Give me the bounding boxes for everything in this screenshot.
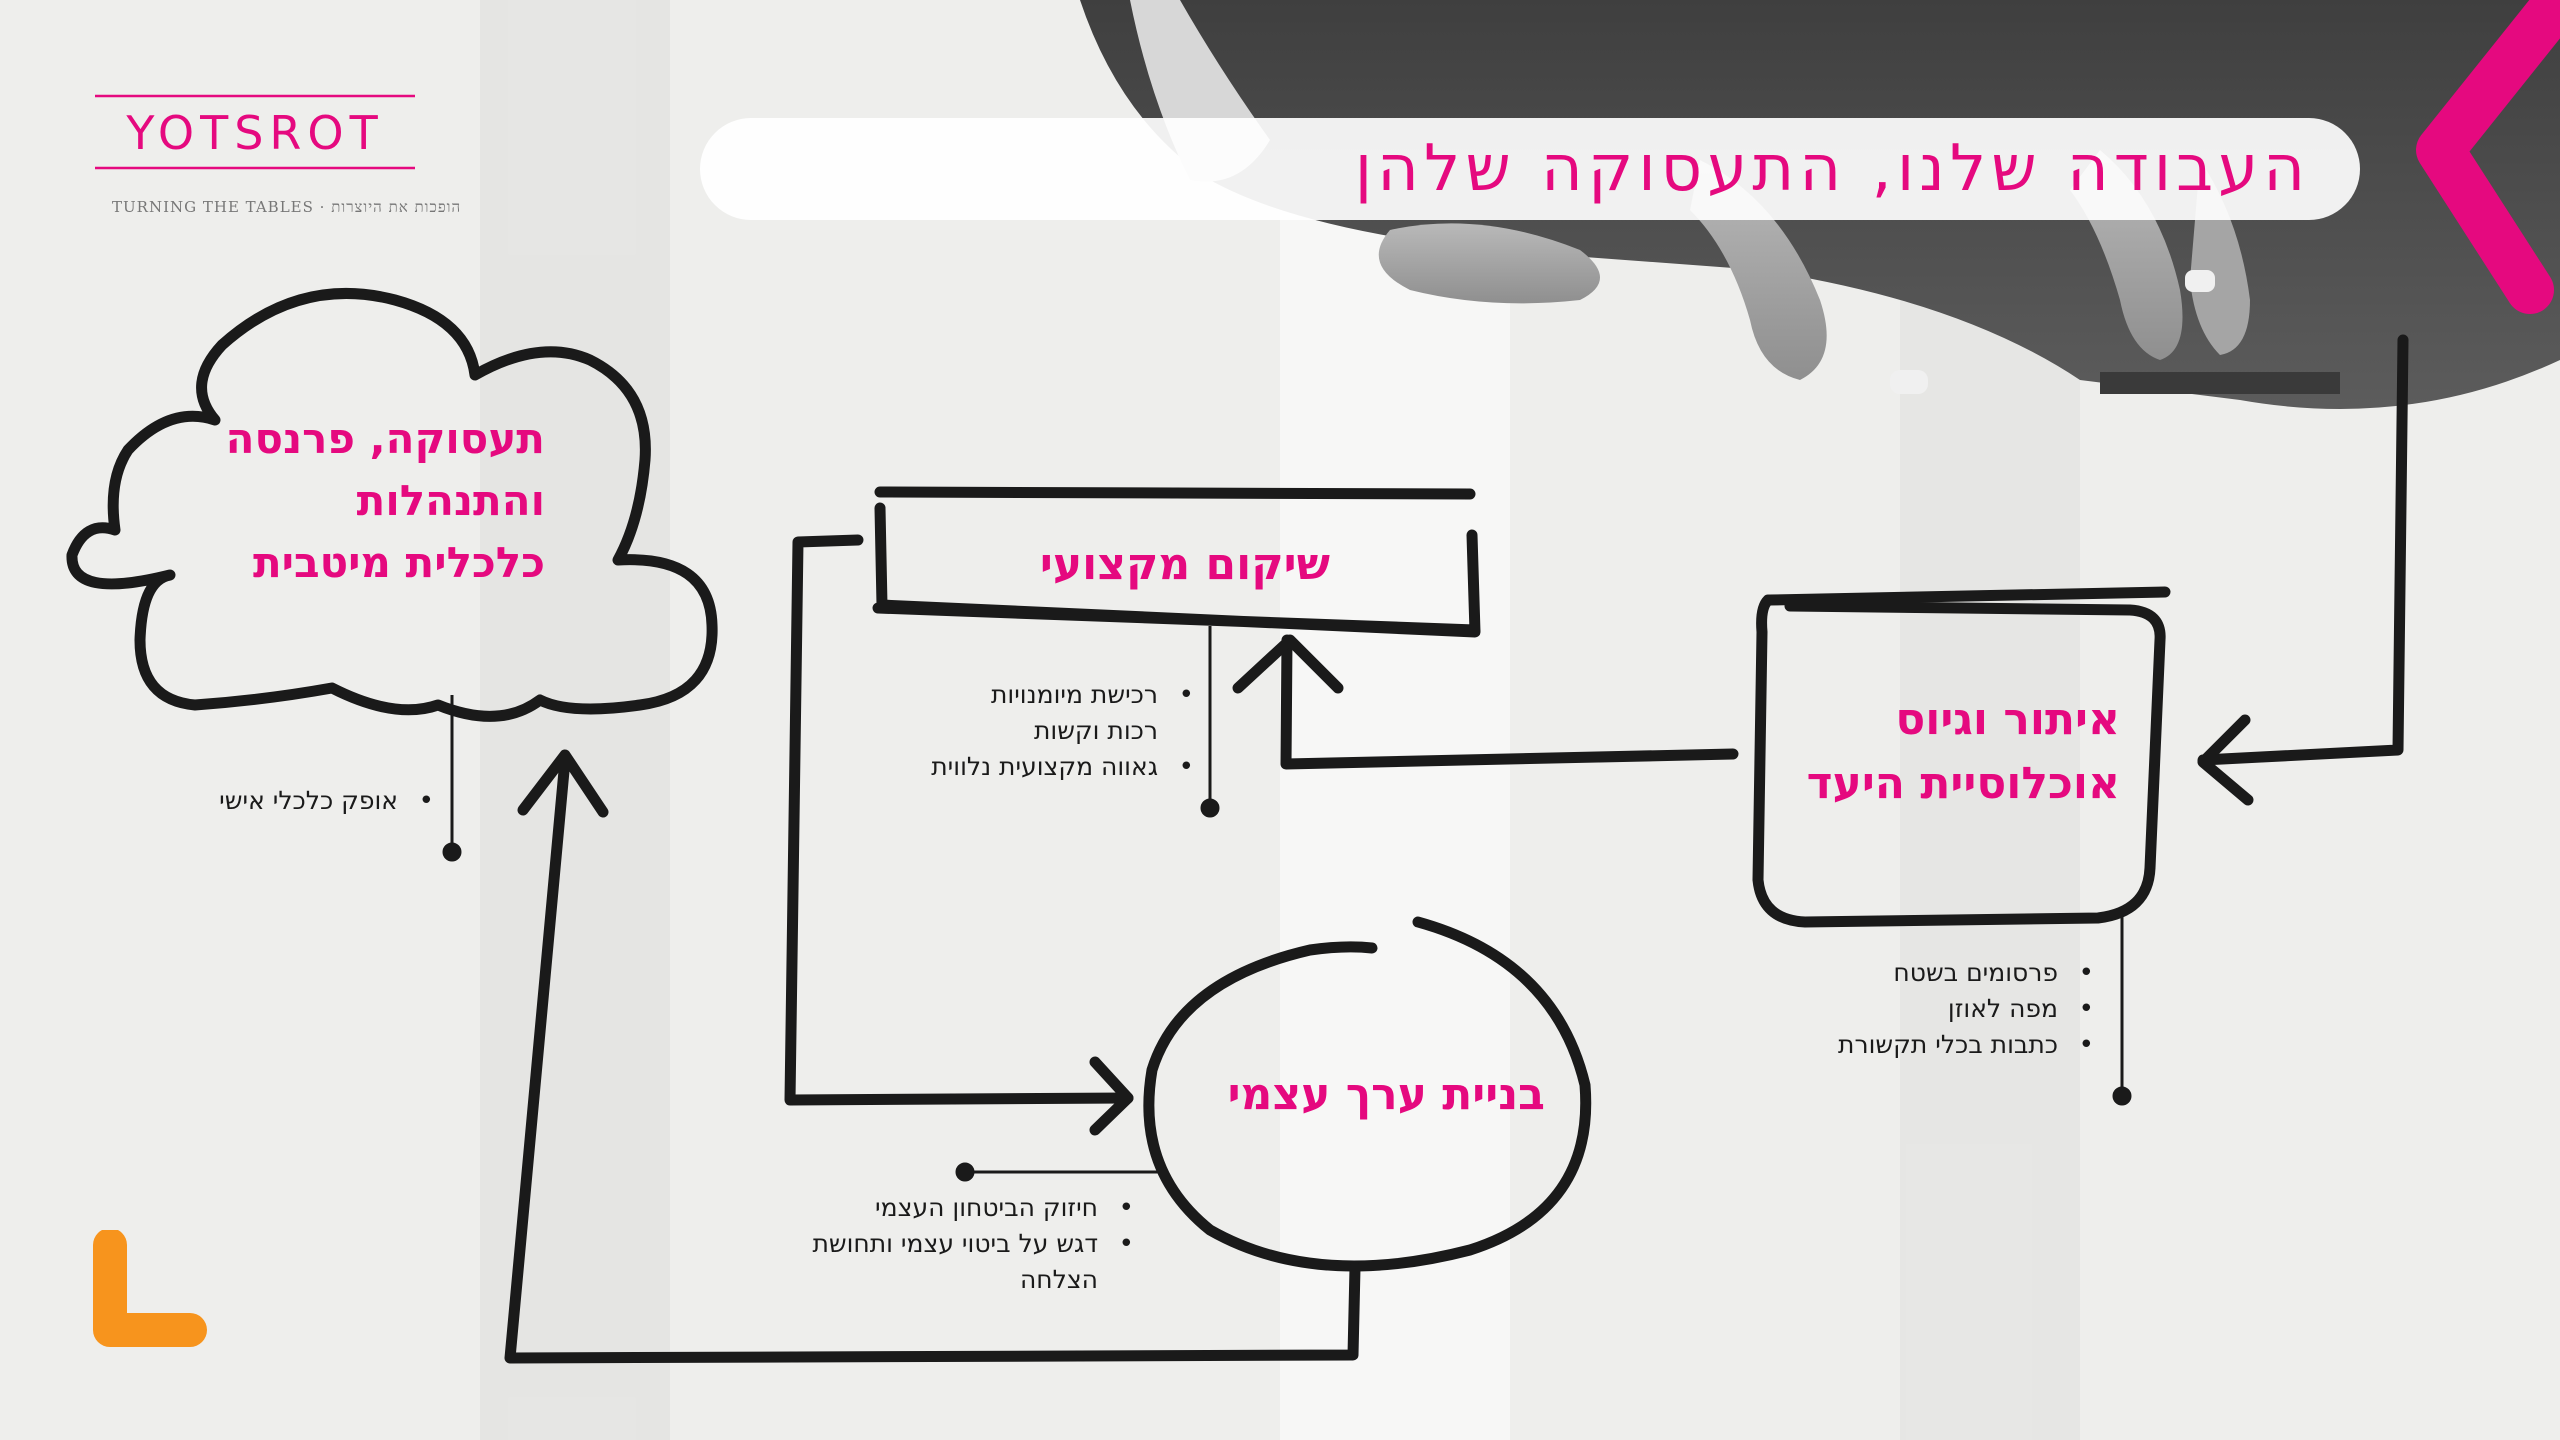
rehab-box	[872, 486, 1481, 638]
list-item: חיזוק הביטחון העצמי	[700, 1190, 1140, 1226]
employment-bullets: אופק כלכלי אישי	[150, 783, 440, 819]
employment-label-line: והתנהלות	[356, 476, 545, 525]
self-worth-circle	[1143, 916, 1592, 1272]
list-item: רכישת מיומנויות	[840, 677, 1200, 713]
connector-arrow	[2197, 334, 2409, 766]
list-item: כתבות בכלי תקשורת	[1720, 1027, 2100, 1063]
list-item: דגש על ביטוי עצמי ותחושת הצלחה	[768, 1226, 1140, 1298]
list-item: רכות וקשות	[1033, 716, 1158, 745]
outreach-label-line: איתור וגיוס	[1895, 694, 2120, 745]
employment-cloud	[66, 287, 718, 722]
list-item: גאווה מקצועית נלווית	[840, 749, 1200, 785]
logo: YOTSROT	[95, 94, 415, 170]
employment-label: תעסוקה, פרנסה והתנהלות כלכלית מיטבית	[150, 408, 545, 594]
outreach-label: איתור וגיוס אוכלוסיית היעד	[1770, 688, 2120, 816]
title-bar	[700, 118, 2360, 220]
list-item: מפה לאוזן	[1720, 991, 2100, 1027]
arrowhead	[2197, 714, 2254, 806]
list-item: אופק כלכלי אישי	[150, 783, 440, 819]
connector-arrow	[504, 754, 1361, 1364]
outreach-label-line: אוכלוסיית היעד	[1806, 758, 2120, 809]
corner-bracket-icon	[93, 1230, 207, 1347]
connector-arrow	[1280, 634, 1739, 770]
self-worth-label: בניית ערך עצמי	[1227, 1069, 1545, 1120]
rehab-bullets: רכישת מיומנויות רכות וקשות גאווה מקצועית…	[840, 677, 1200, 785]
arrowhead	[1232, 634, 1344, 694]
logo-tagline: TURNING THE TABLES · הופכות את היוצרות	[112, 198, 462, 216]
arrowhead	[1089, 1056, 1134, 1136]
arrowhead	[517, 749, 609, 818]
employment-label-line: כלכלית מיטבית	[252, 538, 545, 587]
svg-text:YOTSROT: YOTSROT	[125, 106, 383, 160]
employment-label-line: תעסוקה, פרנסה	[225, 414, 545, 463]
list-item: פרסומים בשטח	[1720, 955, 2100, 991]
rehab-label: שיקום מקצועי	[1039, 539, 1330, 590]
page-title: העבודה שלנו, התעסוקה שלהן	[1354, 132, 2310, 206]
connector-arrow	[784, 534, 1134, 1106]
outreach-box	[1752, 594, 2166, 928]
self-worth-bullets: חיזוק הביטחון העצמי דגש על ביטוי עצמי ות…	[700, 1190, 1140, 1298]
outreach-bullets: פרסומים בשטח מפה לאוזן כתבות בכלי תקשורת	[1720, 955, 2100, 1063]
chevron-left-icon	[2416, 0, 2560, 314]
